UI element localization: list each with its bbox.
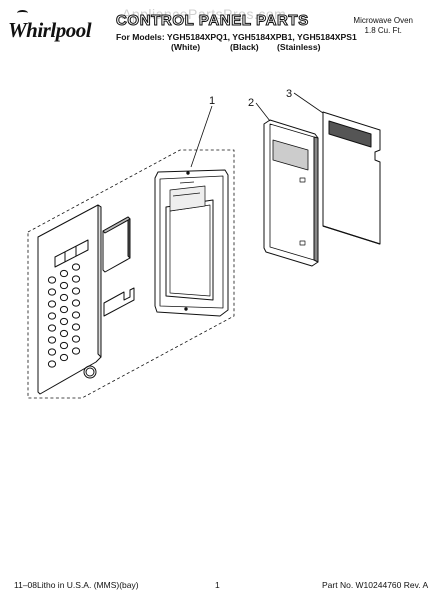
keypad-button bbox=[71, 299, 81, 307]
keypad-display bbox=[54, 239, 89, 268]
keypad-button bbox=[47, 360, 57, 368]
keypad-button bbox=[47, 348, 57, 356]
keypad-button bbox=[47, 276, 57, 284]
product-capacity: 1.8 Cu. Ft. bbox=[364, 26, 402, 35]
variant-black: (Black) bbox=[230, 42, 259, 52]
leader-line-3 bbox=[293, 92, 324, 114]
keypad-panel bbox=[37, 204, 102, 395]
start-button bbox=[83, 365, 97, 379]
keypad-button bbox=[59, 293, 69, 302]
keypad-button bbox=[47, 324, 57, 332]
keypad-button bbox=[47, 300, 57, 308]
leader-line-2 bbox=[255, 102, 271, 122]
variant-white: (White) bbox=[171, 42, 201, 52]
ribbon-connector bbox=[103, 287, 135, 317]
keypad-button bbox=[71, 311, 81, 319]
page-title: CONTROL PANEL PARTS bbox=[116, 12, 309, 30]
footer-litho: 11–08Litho in U.S.A. (MMS)(bay) bbox=[14, 580, 139, 590]
keypad-button bbox=[71, 287, 81, 295]
product-info: Microwave Oven 1.8 Cu. Ft. bbox=[353, 16, 413, 36]
keypad-button bbox=[47, 312, 57, 320]
membrane-board bbox=[322, 111, 381, 245]
keypad-button bbox=[59, 269, 69, 278]
keypad-button bbox=[71, 335, 81, 343]
watermark: AppliancePartsPros.com bbox=[122, 6, 287, 22]
keypad-button bbox=[59, 329, 69, 338]
assembly-1-outline bbox=[27, 149, 235, 399]
keypad-button bbox=[59, 353, 69, 362]
keypad-buttons bbox=[47, 263, 97, 379]
callout-1: 1 bbox=[209, 95, 215, 107]
keypad-button bbox=[59, 305, 69, 314]
callout-2: 2 bbox=[248, 97, 254, 109]
model-list: For Models: YGH5184XPQ1, YGH5184XPB1, YG… bbox=[116, 32, 357, 42]
keypad-button bbox=[71, 263, 81, 271]
footer-part-number: Part No. W10244760 Rev. A bbox=[322, 580, 429, 590]
keypad-button bbox=[71, 347, 81, 355]
variant-stainless: (Stainless) bbox=[277, 42, 321, 52]
keypad-button bbox=[59, 281, 69, 290]
brand-logo-text: Whirlpool bbox=[8, 18, 92, 42]
keypad-button bbox=[47, 288, 57, 296]
keypad-button bbox=[47, 336, 57, 344]
brand-swoosh-icon bbox=[17, 10, 28, 16]
keypad-button bbox=[59, 341, 69, 350]
leader-line-1 bbox=[190, 105, 213, 168]
product-type: Microwave Oven bbox=[353, 16, 413, 25]
keypad-button bbox=[59, 317, 69, 326]
start-button-ring bbox=[85, 367, 95, 377]
brand-logo: Whirlpool bbox=[8, 18, 92, 43]
callout-3: 3 bbox=[286, 88, 292, 100]
panel-insert bbox=[263, 119, 319, 267]
keypad-button bbox=[71, 275, 81, 283]
control-panel-frame bbox=[154, 169, 229, 317]
footer-page-number: 1 bbox=[215, 580, 220, 590]
keypad-button bbox=[71, 323, 81, 331]
control-board-chip bbox=[102, 216, 131, 273]
